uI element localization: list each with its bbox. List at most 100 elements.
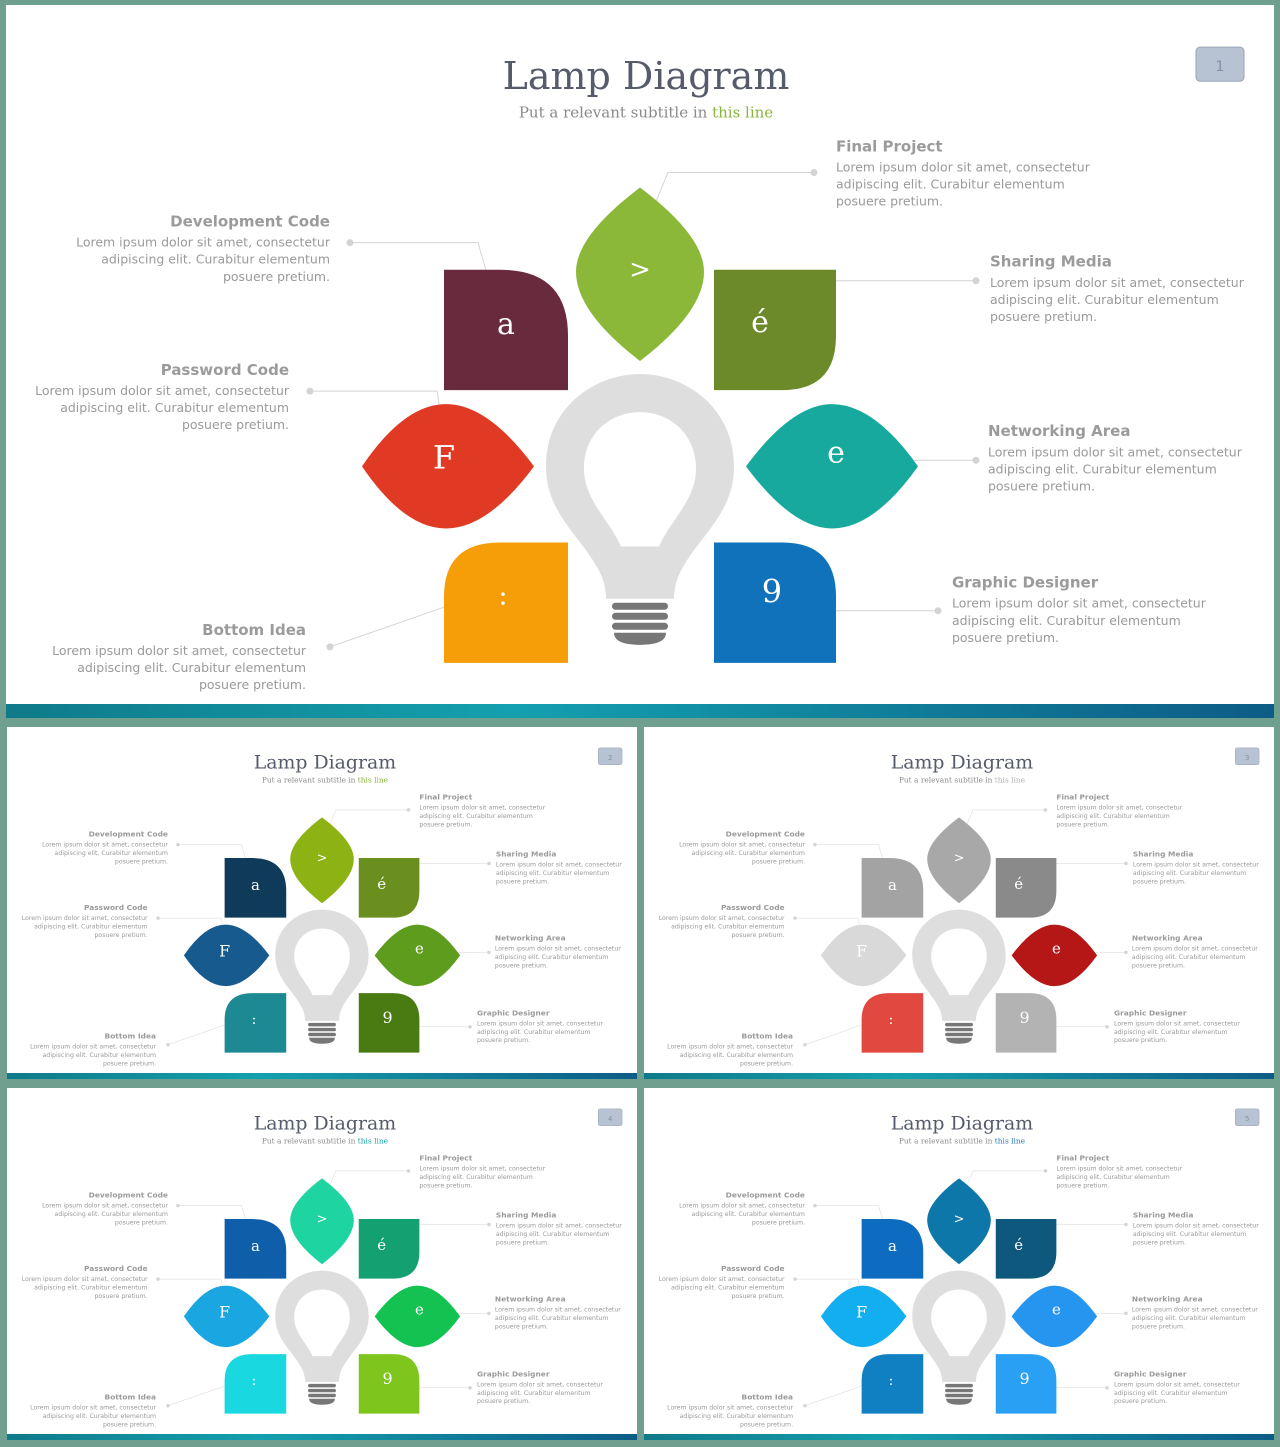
lamp-diagram: > é e 9 : F a Lamp Diagram Put a relevan… [35,46,1245,692]
svg-text:adipiscing elit. Curabitur ele: adipiscing elit. Curabitur elementum [1056,1174,1169,1181]
svg-text:posuere pretium.: posuere pretium. [496,878,549,885]
svg-text:posuere pretium.: posuere pretium. [732,932,785,939]
svg-text:Development Code: Development Code [726,830,805,839]
svg-text:posuere pretium.: posuere pretium. [952,630,1059,645]
label-development-code: Development Code Lorem ipsum dolor sit a… [76,213,331,284]
petal-networking-area [1011,924,1098,987]
glyph-graphic-designer: 9 [383,1369,393,1388]
svg-text:Lorem ipsum dolor sit amet, co: Lorem ipsum dolor sit amet, consectetur [52,643,307,658]
petal-password-code [820,924,907,987]
petal-graphic-designer [358,993,420,1053]
svg-text:Lorem ipsum dolor sit amet, co: Lorem ipsum dolor sit amet, consectetur [1056,1165,1182,1172]
petal-graphic-designer [995,993,1057,1053]
svg-text:Lorem ipsum dolor sit amet, co: Lorem ipsum dolor sit amet, consectetur [30,1405,156,1412]
svg-text:Lorem ipsum dolor sit amet, co: Lorem ipsum dolor sit amet, consectetur [495,945,621,952]
page-number: 1 [1216,59,1225,75]
svg-text:Bottom Idea: Bottom Idea [742,1032,794,1041]
slide-subtitle: Put a relevant subtitle in this line [519,103,773,121]
svg-text:Lorem ipsum dolor sit amet, co: Lorem ipsum dolor sit amet, consectetur [1114,1381,1240,1388]
svg-text:Password Code: Password Code [721,903,785,912]
petal-final-project [290,1178,354,1265]
slide-thumb-5[interactable]: > é e 9 : F a Lamp Diagram Put a relevan… [644,1088,1274,1440]
label-bottom-idea: Bottom Idea Lorem ipsum dolor sit amet, … [667,1032,793,1068]
slide-header: Lamp Diagram Put a relevant subtitle in … [254,752,397,785]
label-final-project: Final Project Lorem ipsum dolor sit amet… [419,792,545,828]
slide-header: Lamp Diagram Put a relevant subtitle in … [891,1113,1034,1146]
connector-dots [306,168,980,651]
svg-text:adipiscing elit. Curabitur ele: adipiscing elit. Curabitur elementum [1133,1231,1246,1238]
petal-sharing-media [358,1219,420,1279]
slide-thumb-2[interactable]: > é e 9 : F a Lamp Diagram Put a relevan… [7,727,637,1079]
petal-password-code [362,404,534,529]
glyph-password-code: F [856,1302,867,1321]
svg-text:adipiscing elit. Curabitur ele: adipiscing elit. Curabitur elementum [1056,813,1169,820]
slide-thumb-4[interactable]: > é e 9 : F a Lamp Diagram Put a relevan… [7,1088,637,1440]
svg-text:Bottom Idea: Bottom Idea [742,1393,794,1402]
label-development-code: Development Code Lorem ipsum dolor sit a… [679,830,805,866]
glyph-networking-area: e [415,939,424,957]
connector-dots [793,808,1128,1047]
svg-text:Lorem ipsum dolor sit amet, co: Lorem ipsum dolor sit amet, consectetur [679,842,805,849]
label-networking-area: Networking Area Lorem ipsum dolor sit am… [1132,933,1258,969]
svg-text:adipiscing elit. Curabitur ele: adipiscing elit. Curabitur elementum [1114,1029,1227,1036]
svg-text:adipiscing elit. Curabitur ele: adipiscing elit. Curabitur elementum [1132,954,1245,961]
svg-text:Development Code: Development Code [170,213,330,231]
glyph-graphic-designer: 9 [762,573,782,611]
page-number-badge: 3 [1234,747,1260,765]
glyph-development-code: a [888,876,897,894]
label-password-code: Password Code Lorem ipsum dolor sit amet… [22,1264,148,1300]
petal-bottom-idea [861,1354,924,1414]
svg-text:Password Code: Password Code [84,1264,148,1273]
svg-text:Sharing Media: Sharing Media [990,253,1112,271]
svg-text:adipiscing elit. Curabitur ele: adipiscing elit. Curabitur elementum [43,1413,156,1420]
slide-thumb-3[interactable]: > é e 9 : F a Lamp Diagram Put a relevan… [644,727,1274,1079]
lamp-icon [275,909,369,1044]
svg-text:adipiscing elit. Curabitur ele: adipiscing elit. Curabitur elementum [988,461,1217,476]
label-bottom-idea: Bottom Idea Lorem ipsum dolor sit amet, … [30,1393,156,1429]
label-final-project: Final Project Lorem ipsum dolor sit amet… [419,1153,545,1189]
page-number: 4 [608,1115,613,1123]
svg-text:Development Code: Development Code [89,830,168,839]
page-number-badge: 4 [597,1108,623,1126]
svg-text:Networking Area: Networking Area [495,933,566,942]
svg-text:Lorem ipsum dolor sit amet, co: Lorem ipsum dolor sit amet, consectetur [1114,1020,1240,1027]
svg-text:adipiscing elit. Curabitur ele: adipiscing elit. Curabitur elementum [60,400,289,415]
svg-text:Sharing Media: Sharing Media [496,850,556,859]
svg-text:Development Code: Development Code [726,1191,805,1200]
svg-text:adipiscing elit. Curabitur ele: adipiscing elit. Curabitur elementum [680,1413,793,1420]
svg-text:Lorem ipsum dolor sit amet, co: Lorem ipsum dolor sit amet, consectetur [1133,861,1259,868]
slide-title: Lamp Diagram [254,752,397,774]
svg-text:adipiscing elit. Curabitur ele: adipiscing elit. Curabitur elementum [419,1174,532,1181]
svg-text:Lorem ipsum dolor sit amet, co: Lorem ipsum dolor sit amet, consectetur [477,1381,603,1388]
svg-text:adipiscing elit. Curabitur ele: adipiscing elit. Curabitur elementum [952,613,1181,628]
svg-text:Password Code: Password Code [84,903,148,912]
svg-text:posuere pretium.: posuere pretium. [477,1398,530,1405]
glyph-bottom-idea: : [498,579,507,612]
svg-text:adipiscing elit. Curabitur ele: adipiscing elit. Curabitur elementum [1132,1315,1245,1322]
label-password-code: Password Code Lorem ipsum dolor sit amet… [659,1264,785,1300]
petal-final-project [927,817,991,904]
slide-header: Lamp Diagram Put a relevant subtitle in … [254,1113,397,1146]
svg-text:posuere pretium.: posuere pretium. [477,1037,530,1044]
svg-text:Lorem ipsum dolor sit amet, co: Lorem ipsum dolor sit amet, consectetur [952,596,1207,611]
petal-password-code [820,1285,907,1348]
lamp-icon [912,1270,1006,1405]
petal-glyphs: > é e 9 : F a [856,851,1061,1028]
petal-glyphs: > é e 9 : F a [856,1212,1061,1389]
glyph-sharing-media: é [1014,875,1023,893]
svg-text:posuere pretium.: posuere pretium. [495,1323,548,1330]
svg-text:Password Code: Password Code [161,361,289,379]
slide-subtitle: Put a relevant subtitle in this line [899,776,1026,785]
svg-text:Lorem ipsum dolor sit amet, co: Lorem ipsum dolor sit amet, consectetur [22,915,148,922]
svg-text:Lorem ipsum dolor sit amet, co: Lorem ipsum dolor sit amet, consectetur [419,1165,545,1172]
svg-text:Sharing Media: Sharing Media [1133,850,1193,859]
glyph-final-project: > [954,851,965,866]
glyph-bottom-idea: : [252,1373,257,1389]
petals [820,817,1098,1053]
glyph-final-project: > [317,1212,328,1227]
svg-text:Lorem ipsum dolor sit amet, co: Lorem ipsum dolor sit amet, consectetur [419,804,545,811]
petal-graphic-designer [358,1354,420,1414]
svg-text:Lorem ipsum dolor sit amet, co: Lorem ipsum dolor sit amet, consectetur [495,1306,621,1313]
svg-text:Bottom Idea: Bottom Idea [202,621,306,639]
svg-text:posuere pretium.: posuere pretium. [1133,1239,1186,1246]
